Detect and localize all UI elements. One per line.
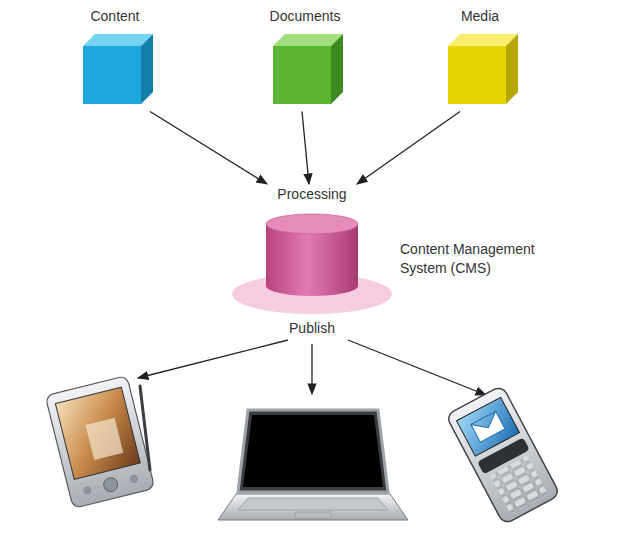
cube-label: Documents [255,8,355,26]
phone-device [446,385,561,525]
pda-stylus [140,386,150,470]
stage-label: Processing [262,186,362,204]
flow-arrow [302,112,309,185]
cube-shape [65,26,165,106]
cms-database: ProcessingPublishContent Management Syst… [262,184,362,337]
cube-label: Content [65,8,165,26]
system-label: Content Management System (CMS) [400,240,550,278]
stage-label: Publish [262,320,362,338]
cube-shape [430,26,530,106]
pda-device [45,376,155,509]
cube-label: Media [430,8,530,26]
cylinder-shape [262,204,362,316]
flow-arrow [357,112,460,185]
cube-shape [255,26,355,106]
content-cube: Media [430,8,530,106]
flow-arrow [150,112,267,185]
content-cube: Documents [255,8,355,106]
content-cube: Content [65,8,165,106]
laptop-device [218,410,408,520]
publish-arrows [138,340,486,395]
